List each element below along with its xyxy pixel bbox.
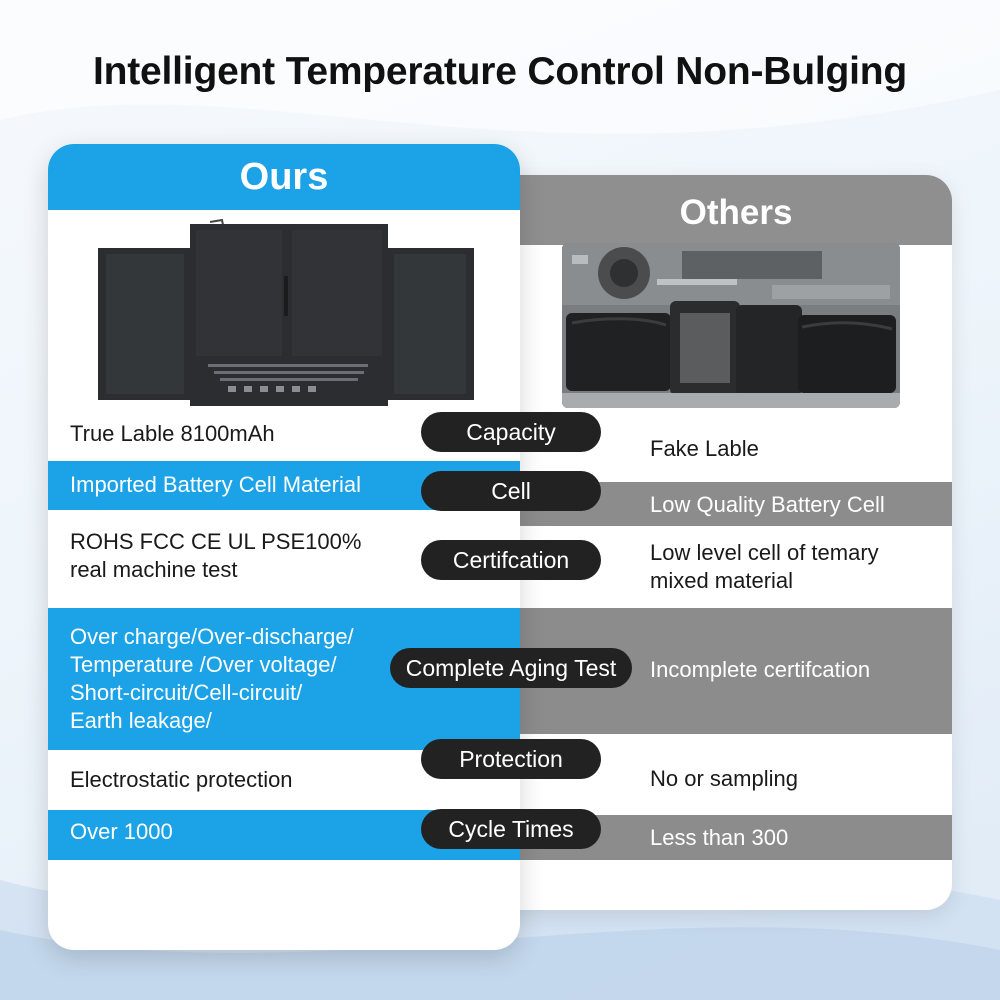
aging-test-label-pill: Complete Aging Test bbox=[390, 648, 632, 688]
ours-cycle-text: Over 1000 bbox=[70, 819, 173, 844]
cycle-times-label-pill: Cycle Times bbox=[421, 809, 601, 849]
ours-aging-text-1: Over charge/Over-discharge/ bbox=[70, 624, 354, 649]
ours-cert-text-1: ROHS FCC CE UL PSE100% bbox=[70, 529, 362, 554]
ours-capacity-text: True Lable 8100mAh bbox=[70, 421, 275, 446]
others-protection-text: No or sampling bbox=[650, 766, 798, 791]
ours-cert-text-2: real machine test bbox=[70, 557, 238, 582]
bulged-battery-photo bbox=[562, 243, 900, 408]
others-cert-text-2: mixed material bbox=[650, 568, 794, 593]
ours-card-title: Ours bbox=[48, 144, 520, 210]
ours-aging-text-3: Short-circuit/Cell-circuit/ bbox=[70, 680, 303, 705]
ours-aging-text-4: Earth leakage/ bbox=[70, 708, 212, 733]
others-cert-text-1: Low level cell of temary bbox=[650, 540, 879, 565]
others-card-title: Others bbox=[470, 175, 952, 245]
ours-aging-text-2: Temperature /Over voltage/ bbox=[70, 652, 337, 677]
ours-protection-text: Electrostatic protection bbox=[70, 767, 293, 792]
others-cycle-text: Less than 300 bbox=[650, 825, 789, 850]
certification-label-pill: Certifcation bbox=[421, 540, 601, 580]
others-cell-text: Low Quality Battery Cell bbox=[650, 492, 885, 517]
others-aging-text: Incomplete certifcation bbox=[650, 657, 871, 682]
others-capacity-text: Fake Lable bbox=[650, 436, 759, 461]
battery-product-image bbox=[98, 218, 474, 406]
page-title: Intelligent Temperature Control Non-Bulg… bbox=[93, 50, 907, 93]
cell-label-pill: Cell bbox=[421, 471, 601, 511]
capacity-label-pill: Capacity bbox=[421, 412, 601, 452]
protection-label-pill: Protection bbox=[421, 739, 601, 779]
ours-cell-text: Imported Battery Cell Material bbox=[70, 472, 361, 497]
